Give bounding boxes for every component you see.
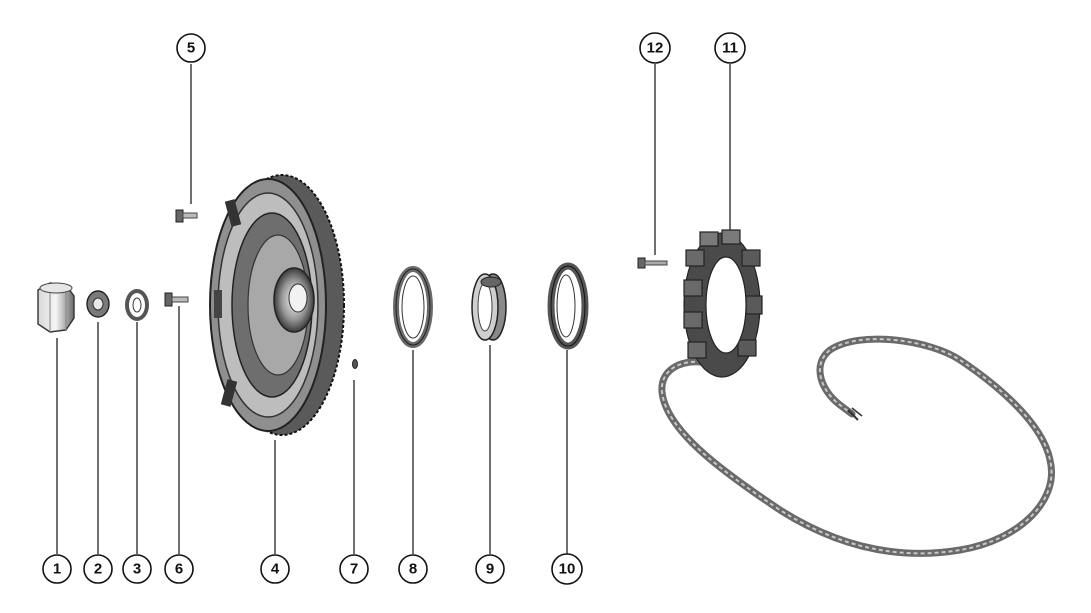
washer-part-3	[125, 289, 149, 321]
callout-label-10: 10	[559, 561, 576, 578]
callout-11: 11	[714, 32, 746, 64]
callout-label-5: 5	[187, 40, 195, 57]
callout-2: 2	[83, 554, 113, 584]
flywheel-part-4	[209, 174, 345, 436]
bolt-part-6	[164, 292, 189, 307]
callout-3: 3	[122, 554, 152, 584]
callout-9: 9	[475, 554, 505, 584]
stator-part-11	[658, 229, 1055, 557]
callout-6: 6	[164, 554, 194, 584]
washer-part-8	[393, 266, 433, 348]
callout-label-4: 4	[271, 561, 280, 578]
callout-10: 10	[551, 553, 583, 585]
callout-label-8: 8	[409, 561, 417, 578]
callout-label-7: 7	[350, 561, 358, 578]
callout-7: 7	[339, 554, 369, 584]
key-part-7	[352, 359, 358, 369]
callouts: 1 2 3 4 5 6 7 8	[42, 32, 746, 585]
callout-12: 12	[639, 32, 671, 64]
callout-5: 5	[176, 33, 206, 63]
bolt-part-5	[175, 209, 198, 223]
callout-label-12: 12	[647, 40, 664, 57]
nut-part-1	[37, 282, 75, 333]
callout-label-9: 9	[486, 561, 494, 578]
callout-4: 4	[260, 554, 290, 584]
callout-8: 8	[398, 554, 428, 584]
seal-part-10	[547, 262, 589, 350]
callout-1: 1	[42, 554, 72, 584]
bushing-part-9	[471, 273, 507, 341]
callout-label-2: 2	[94, 561, 102, 578]
callout-label-1: 1	[53, 561, 61, 578]
callout-label-11: 11	[722, 40, 738, 57]
callout-label-3: 3	[133, 561, 141, 578]
screw-part-12	[637, 257, 668, 269]
leader-lines	[56, 64, 731, 554]
nut-part-2	[86, 290, 110, 318]
callout-label-6: 6	[175, 561, 183, 578]
